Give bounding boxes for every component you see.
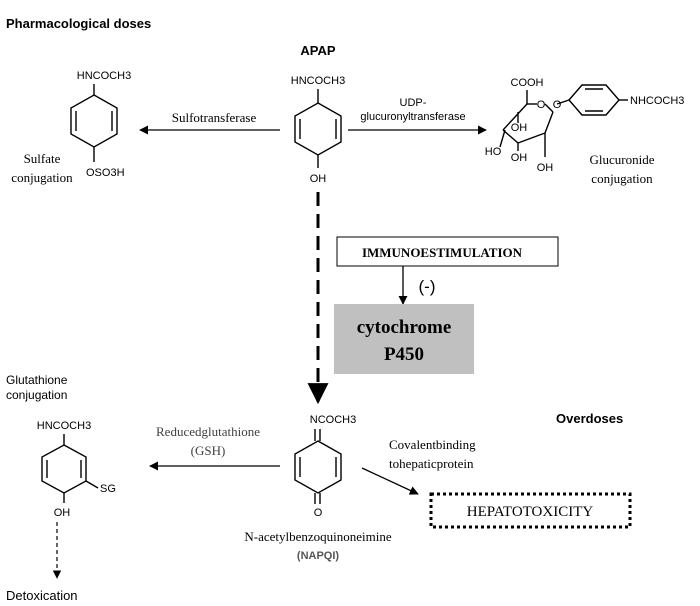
glutathione-bottom-group: OH bbox=[54, 507, 71, 519]
gsh-label-line1: Reducedglutathione bbox=[156, 424, 260, 439]
napqi-top-group: NCOCH3 bbox=[310, 414, 356, 426]
immunoestimulation-label: IMMUNOESTIMULATION bbox=[362, 245, 523, 260]
glucuronide-oh-2: HO bbox=[485, 146, 502, 158]
glucuronide-acid-group: COOH bbox=[511, 77, 544, 89]
apap-top-group: HNCOCH3 bbox=[291, 75, 345, 87]
gsh-label-line2: (GSH) bbox=[191, 443, 226, 458]
glucuronide-oh-3: OH bbox=[511, 152, 528, 164]
cytochrome-label: cytochrome bbox=[357, 317, 452, 338]
glutathione-heading-line1: Glutathione bbox=[6, 373, 68, 387]
glucuronide-caption-line1: Glucuronide bbox=[590, 152, 655, 167]
sulfate-caption-line1: Sulfate bbox=[24, 151, 61, 166]
sulfate-caption-line2: conjugation bbox=[11, 170, 73, 185]
apap-bottom-group: OH bbox=[310, 173, 327, 185]
glucuronide-caption-line2: conjugation bbox=[591, 171, 653, 186]
cytochrome-p450-box bbox=[334, 304, 474, 374]
covalent-label-line2: tohepaticprotein bbox=[389, 456, 474, 471]
glutathione-side-group: SG bbox=[100, 483, 116, 495]
glucuronide-ring-oxygen: O bbox=[537, 99, 546, 111]
glucuronide-amide-group: NHCOCH3 bbox=[630, 95, 684, 107]
glucuronide-phenyl-ring bbox=[568, 84, 628, 116]
pharmacological-doses-heading: Pharmacological doses bbox=[6, 16, 151, 31]
sulfate-ring bbox=[70, 84, 118, 162]
glutathione-heading-line2: conjugation bbox=[6, 388, 67, 402]
overdoses-heading: Overdoses bbox=[556, 411, 623, 426]
covalent-label-line1: Covalentbinding bbox=[389, 437, 476, 452]
hepatotoxicity-label: HEPATOTOXICITY bbox=[467, 504, 594, 520]
napqi-abbrev: (NAPQI) bbox=[297, 550, 340, 562]
immunoestimulation-box bbox=[336, 236, 559, 267]
udp-label-line1: UDP- bbox=[400, 97, 427, 109]
udp-label-line2: glucuronyltransferase bbox=[360, 111, 465, 123]
covalent-binding-arrow bbox=[361, 467, 419, 495]
glutathione-ring bbox=[41, 434, 99, 503]
glucuronide-sugar-ring bbox=[499, 90, 570, 157]
sulfotransferase-label: Sulfotransferase bbox=[172, 110, 257, 125]
glutathione-top-group: HNCOCH3 bbox=[37, 420, 91, 432]
p450-label: P450 bbox=[384, 344, 424, 365]
apap-title: APAP bbox=[300, 43, 335, 58]
apap-ring bbox=[294, 89, 342, 168]
sulfate-bottom-group: OSO3H bbox=[86, 167, 125, 179]
sulfate-top-group: HNCOCH3 bbox=[77, 70, 131, 82]
glucuronide-oh-4: OH bbox=[537, 162, 554, 174]
glucuronide-oh-1: OH bbox=[511, 122, 528, 134]
inhibition-sign: (-) bbox=[419, 277, 436, 296]
hepatotoxicity-box bbox=[429, 492, 632, 529]
detoxication-label: Detoxication bbox=[6, 588, 78, 603]
napqi-name: N-acetylbenzoquinoneimine bbox=[244, 529, 392, 544]
glucuronide-link-oxygen: O bbox=[553, 99, 562, 111]
napqi-bottom-group: O bbox=[314, 507, 323, 519]
napqi-ring bbox=[294, 429, 342, 504]
